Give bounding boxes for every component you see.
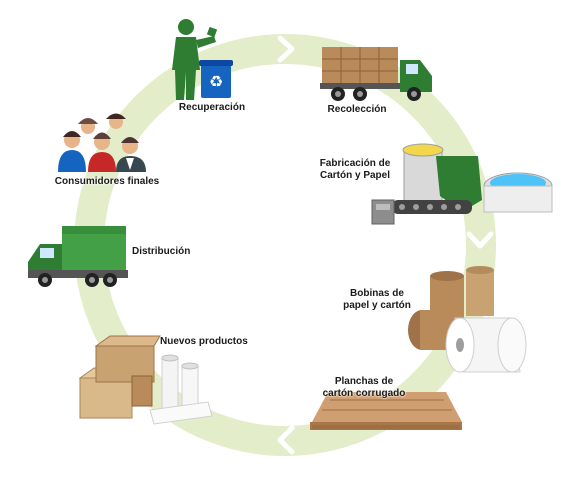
label-recoleccion: Recolección [322, 104, 392, 116]
people-group-icon [58, 113, 146, 172]
label-planchas-line2: cartón corrugado [322, 387, 406, 399]
label-planchas: Planchas de cartón corrugado [320, 376, 408, 399]
flow-arrow-right [466, 231, 494, 249]
delivery-truck-icon [28, 226, 128, 287]
boxes-and-rolls-icon [78, 335, 213, 425]
label-recoleccion-text: Recolección [327, 104, 387, 115]
label-consumidores-text: Consumidores finales [54, 176, 160, 187]
label-planchas-line1: Planchas de [334, 376, 394, 387]
label-recuperacion: Recuperación [178, 102, 246, 114]
truck-with-boxes-icon [320, 47, 432, 101]
label-nuevos-productos-text: Nuevos productos [160, 336, 248, 347]
svg-text:♻: ♻ [209, 72, 223, 91]
label-consumidores: Consumidores finales [52, 176, 162, 188]
corrugated-sheets-icon [310, 392, 462, 430]
label-bobinas-line1: Bobinas de [350, 288, 404, 299]
paper-rolls-icon [408, 266, 527, 373]
label-nuevos-productos: Nuevos productos [160, 336, 250, 348]
label-distribucion: Distribución [132, 246, 202, 258]
paper-mill-machine-icon [371, 143, 553, 225]
label-recuperacion-text: Recuperación [178, 102, 246, 113]
label-fabricacion-line1: Fabricación de [319, 158, 391, 169]
label-bobinas: Bobinas de papel y cartón [338, 288, 416, 311]
flow-arrow-top [277, 35, 295, 63]
label-fabricacion: Fabricación de Cartón y Papel [314, 158, 396, 181]
label-bobinas-line2: papel y cartón [343, 299, 411, 311]
label-distribucion-text: Distribución [132, 246, 191, 257]
flow-arrow-bottom [277, 425, 295, 455]
person-recycling-bin-icon: ♻ [172, 19, 233, 100]
label-fabricacion-line2: Cartón y Papel [319, 169, 391, 181]
